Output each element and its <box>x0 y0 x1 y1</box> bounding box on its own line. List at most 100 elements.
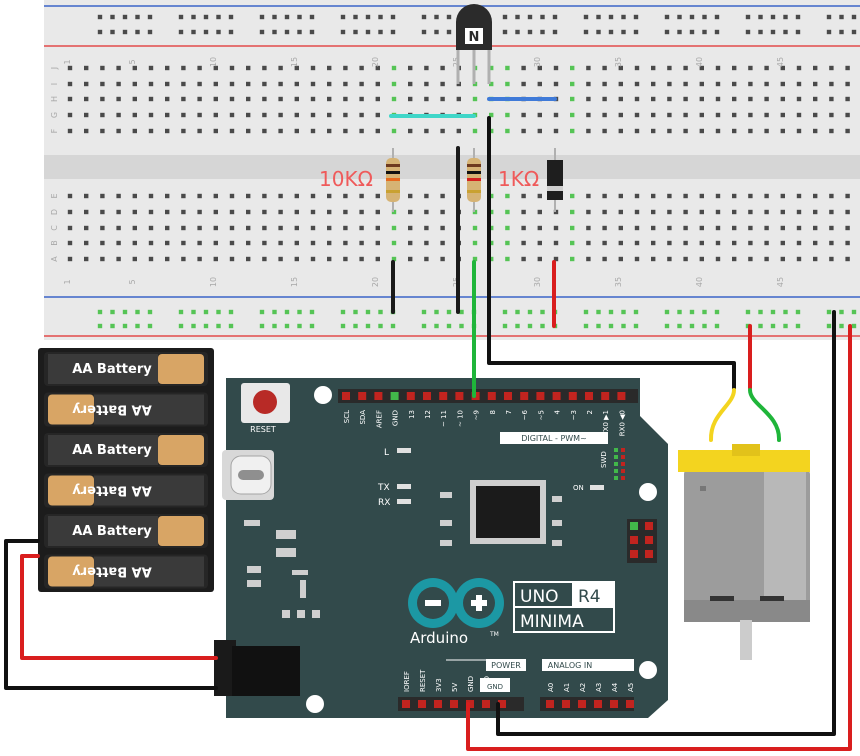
breadboard-hole <box>116 209 121 215</box>
header-pin[interactable] <box>450 700 458 708</box>
header-pin[interactable] <box>626 700 634 708</box>
pin-label: ~6 <box>521 409 529 420</box>
breadboard-hole <box>651 112 656 118</box>
header-pin[interactable] <box>552 392 561 400</box>
column-number-top: 1 <box>63 59 72 64</box>
column-number-bottom: 35 <box>614 277 623 287</box>
header-pin[interactable] <box>487 392 496 400</box>
breadboard-hole <box>845 225 850 231</box>
breadboard-hole <box>132 65 137 71</box>
analog-in-label: ANALOG IN <box>548 661 593 670</box>
pin-label: ~3 <box>570 410 578 420</box>
header-pin[interactable] <box>358 392 367 400</box>
aa-battery: AA Battery <box>44 352 208 386</box>
header-pin[interactable] <box>601 392 610 400</box>
breadboard-hole <box>408 225 413 231</box>
header-pin[interactable] <box>418 700 426 708</box>
smd-component <box>552 496 562 502</box>
header-pin[interactable] <box>439 392 448 400</box>
header-pin[interactable] <box>434 700 442 708</box>
breadboard-hole <box>764 96 769 102</box>
breadboard-hole <box>829 112 834 118</box>
breadboard-hole <box>764 112 769 118</box>
breadboard-hole <box>521 193 526 199</box>
header-pin[interactable] <box>402 700 410 708</box>
rail-hole <box>378 14 383 20</box>
breadboard-hole <box>100 65 105 71</box>
wire-gnd-rail <box>496 310 836 736</box>
rail-hole <box>216 14 221 20</box>
breadboard-hole <box>197 81 202 87</box>
header-pin[interactable] <box>390 392 399 400</box>
rail-hole <box>353 14 358 20</box>
breadboard-hole <box>651 65 656 71</box>
breadboard-hole <box>343 128 348 134</box>
rail-hole <box>621 323 626 329</box>
breadboard-hole <box>84 128 89 134</box>
breadboard-hole <box>278 193 283 199</box>
rail-hole <box>135 323 140 329</box>
breadboard-hole <box>764 128 769 134</box>
rail-hole <box>608 323 614 329</box>
breadboard-hole <box>229 128 235 134</box>
header-pin[interactable] <box>374 392 383 400</box>
header-pin[interactable] <box>617 392 626 400</box>
digital-pwm-label: DIGITAL - PWM~ <box>521 434 587 443</box>
breadboard-hole <box>84 112 89 118</box>
header-pin[interactable] <box>610 700 618 708</box>
header-pin[interactable] <box>455 392 464 400</box>
smd-component <box>440 520 452 526</box>
breadboard-hole <box>359 209 364 215</box>
header-pin[interactable] <box>585 392 593 400</box>
header-pin[interactable] <box>568 392 577 400</box>
rail-hole <box>758 309 763 315</box>
breadboard-hole <box>294 193 299 199</box>
rail-hole <box>203 29 209 35</box>
breadboard-hole <box>197 225 202 231</box>
reset-button[interactable] <box>241 383 290 423</box>
breadboard-hole <box>764 65 769 71</box>
header-pin[interactable] <box>482 700 490 708</box>
rail-hole <box>664 14 670 20</box>
header-pin[interactable] <box>504 392 512 400</box>
breadboard-hole <box>602 209 607 215</box>
breadboard-hole <box>84 65 89 71</box>
pin-label: ~ 10 <box>456 410 464 427</box>
rail-hole <box>434 309 439 315</box>
breadboard-hole <box>375 128 380 134</box>
breadboard-hole <box>764 193 769 199</box>
breadboard-hole <box>764 256 769 262</box>
header-pin[interactable] <box>594 700 602 708</box>
pin-label: 13 <box>408 410 416 419</box>
rail-hole <box>191 29 196 35</box>
breadboard-hole <box>343 65 348 71</box>
header-pin[interactable] <box>578 700 586 708</box>
rail-hole <box>770 29 776 35</box>
header-pin[interactable] <box>498 700 506 708</box>
breadboard-hole <box>424 240 429 246</box>
rail-hole <box>826 14 832 20</box>
breadboard-hole <box>100 81 105 87</box>
header-pin[interactable] <box>562 700 570 708</box>
rail-hole <box>309 29 315 35</box>
pin-label: ~5 <box>537 410 545 420</box>
rail-hole <box>527 323 533 329</box>
breadboard-hole <box>780 256 785 262</box>
header-pin[interactable] <box>423 392 431 400</box>
rail-hole <box>851 323 857 329</box>
rail-hole <box>714 29 720 35</box>
row-letter: J <box>50 67 59 70</box>
header-pin[interactable] <box>536 392 545 400</box>
breadboard-labels: 115510101515202025253030353540404545JIHG… <box>50 57 785 287</box>
header-pin[interactable] <box>406 392 415 400</box>
rail-hole <box>97 14 103 20</box>
breadboard-hole <box>359 65 364 71</box>
header-pin[interactable] <box>342 392 350 400</box>
header-pin[interactable] <box>520 392 529 400</box>
breadboard-hole <box>84 225 89 231</box>
rail-hole <box>621 29 626 35</box>
breadboard-hole <box>165 96 170 102</box>
header-pin[interactable] <box>546 700 554 708</box>
rail-hole <box>97 323 103 329</box>
breadboard-hole <box>408 209 413 215</box>
